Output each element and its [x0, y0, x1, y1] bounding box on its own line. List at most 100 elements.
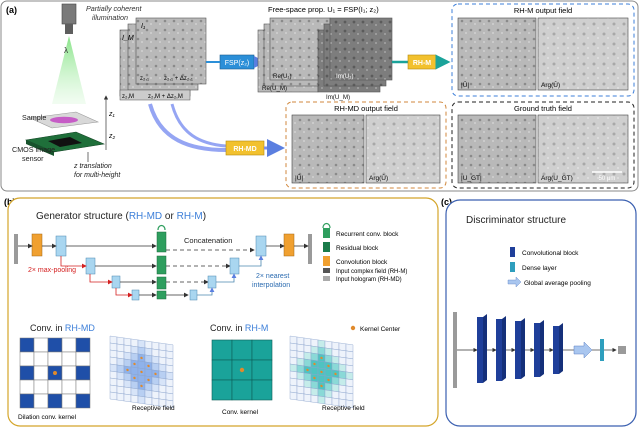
disc-conv-block-side: [502, 316, 506, 381]
disc-output: [618, 346, 626, 354]
legend-dense-label: Dense layer: [522, 265, 558, 272]
re-um-label: Re(U_M): [262, 85, 287, 92]
conv-kernel-cell: [251, 339, 273, 361]
disc-conv-block: [477, 317, 483, 383]
receptive-field-cell: [331, 362, 340, 372]
receptive-field-cell: [109, 363, 118, 373]
receptive-field-cell: [296, 336, 305, 346]
conv-kernel-cell: [211, 359, 233, 381]
panel-a-tag: (a): [6, 5, 17, 15]
maxpool-arrow-2: [89, 274, 113, 285]
receptive-field-cell: [345, 399, 354, 409]
receptive-field-cell: [324, 354, 333, 364]
dilation-kernel-cell: [61, 365, 77, 381]
receptive-field-cell: [165, 357, 174, 367]
receptive-field-cell: [123, 344, 132, 354]
receptive-field-cell: [123, 351, 132, 361]
receptive-field-cell: [345, 364, 354, 374]
dilation-kernel-cell: [61, 351, 77, 367]
gt-abs-label: |U_GT|: [461, 175, 482, 182]
legend-conv-swatch: [323, 256, 330, 266]
receptive-field-cell: [296, 357, 305, 367]
panel-b-tag: (b): [4, 197, 16, 207]
receptive-field-cell: [137, 360, 146, 370]
receptive-field-cell: [116, 336, 125, 346]
conv-kernel-cell: [231, 339, 253, 361]
receptive-field-label-1: Receptive field: [132, 405, 175, 412]
maxpool-arrow-3: [115, 288, 133, 298]
receptive-field-cell: [158, 349, 167, 359]
sensor-icon: [24, 131, 106, 156]
receptive-field-cell: [345, 371, 354, 381]
receptive-field-cell: [165, 343, 174, 353]
panel-c: (c) Discriminator structure Convolutiona…: [441, 197, 637, 427]
lambda-label: λ: [64, 46, 68, 55]
receptive-field-cell: [116, 343, 125, 353]
decoder-residual-4: [189, 289, 198, 301]
receptive-field-cell: [310, 380, 319, 390]
conv-kernel-cell: [211, 379, 233, 401]
rhmd-curve-2: [170, 103, 227, 148]
kernel-center-marker: [350, 325, 356, 331]
receptive-field-cell: [289, 377, 298, 387]
receptive-field-cell: [109, 391, 118, 401]
input-bar-right: [308, 234, 312, 264]
receptive-field-cell: [116, 364, 125, 374]
receptive-field-cell: [317, 388, 326, 398]
receptive-field-cell: [123, 372, 132, 382]
receptive-field-cell: [289, 335, 298, 345]
receptive-field-cell: [123, 337, 132, 347]
dilation-kernel-cell: [75, 379, 91, 395]
receptive-field-cell: [158, 391, 167, 401]
receptive-field-dot: [320, 370, 323, 374]
receptive-field-cell: [303, 337, 312, 347]
light-source-icon: [52, 3, 86, 104]
receptive-field-cell: [331, 348, 340, 358]
receptive-field-cell: [137, 346, 146, 356]
conv-kernel-cell: [251, 379, 273, 401]
fsp-output-stack: [257, 17, 393, 93]
conv-kernel-grid: [211, 339, 273, 401]
receptive-field-dot: [147, 378, 150, 382]
legend-recurrent-swatch: [323, 228, 330, 238]
receptive-field-cell: [303, 344, 312, 354]
receptive-field-cell: [303, 351, 312, 361]
rhmd-arg-label: Arg(Û): [369, 173, 388, 182]
receptive-field-cell: [109, 356, 118, 366]
receptive-field-cell: [137, 395, 146, 405]
disc-conv-block: [534, 323, 540, 377]
receptive-field-cell: [130, 380, 139, 390]
receptive-field-dot: [334, 372, 337, 376]
rhm-arg-label: Arg(Û): [541, 80, 560, 89]
stack-z1-label: z₂,₁: [140, 76, 149, 82]
receptive-field-cell: [338, 356, 347, 366]
input-bar-left: [14, 234, 18, 264]
gt-arg-image: [537, 114, 629, 184]
receptive-field-cell: [338, 349, 347, 359]
legend-convolutional-swatch: [510, 247, 515, 257]
receptive-field-cell: [130, 338, 139, 348]
receptive-field-dot: [320, 356, 323, 360]
disc-conv-block-side: [559, 323, 563, 374]
recurrent-column: [156, 224, 167, 300]
legend-complex-label: Input complex field (RH-M): [336, 269, 407, 275]
receptive-field-cell: [310, 338, 319, 348]
fsp-box-label: FSP(z₂): [225, 60, 250, 67]
rhmd-output-box: [285, 101, 447, 189]
receptive-field-cell: [310, 366, 319, 376]
dilation-kernel-label: Dilation conv. kernel: [18, 414, 77, 421]
dilation-kernel-cell: [47, 351, 63, 367]
receptive-field-cell: [151, 376, 160, 386]
receptive-field-cell: [165, 392, 174, 402]
stack-dzm-label: z₂,M + Δz₂,M: [148, 94, 183, 100]
receptive-field-cell: [144, 396, 153, 406]
receptive-field-cell: [289, 384, 298, 394]
receptive-field-cell: [331, 376, 340, 386]
receptive-field-cell: [289, 391, 298, 401]
nearest-label-2: interpolation: [252, 282, 290, 289]
receptive-field-cell: [296, 392, 305, 402]
dilation-kernel-cell: [47, 337, 63, 353]
generator-title: Generator structure (RH-MD or RH-M): [36, 211, 206, 222]
receptive-field-skew: [289, 335, 354, 409]
sensor-label-1: CMOS image: [12, 145, 55, 154]
